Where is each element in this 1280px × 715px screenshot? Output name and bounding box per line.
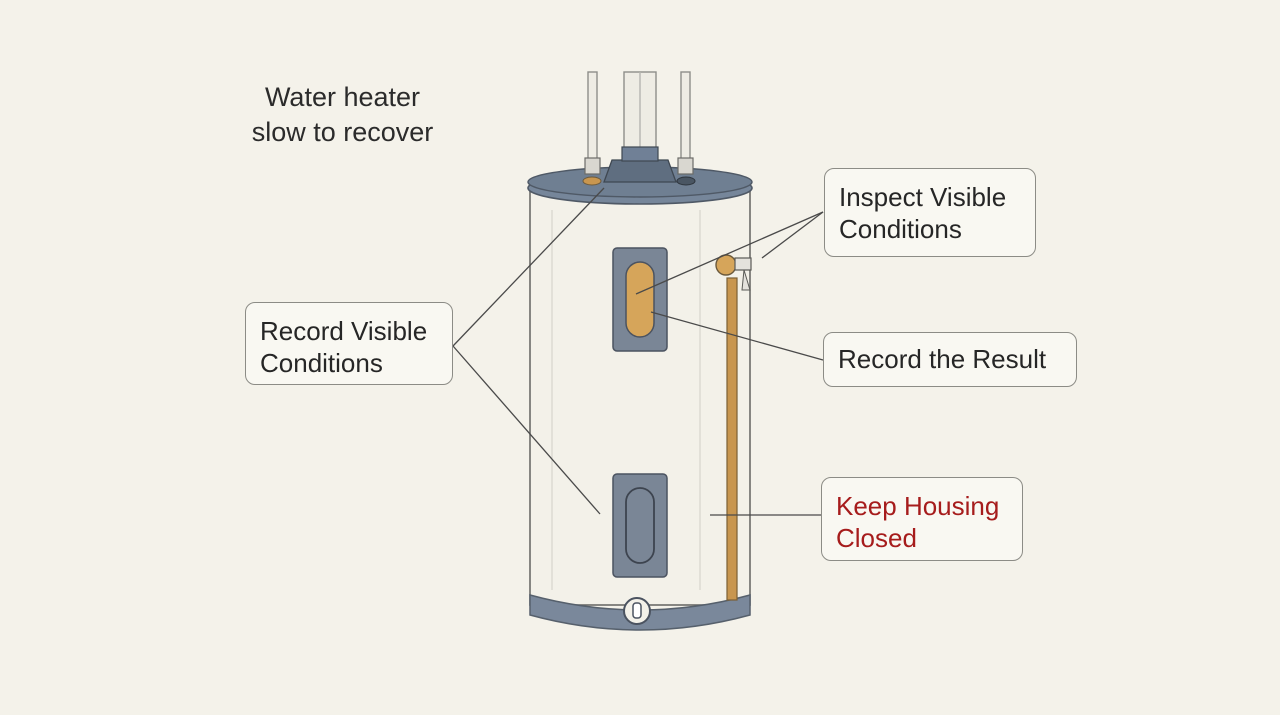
callout-keep-line-1: Keep Housing	[836, 491, 1000, 521]
callout-inspect-line-2: Conditions	[839, 214, 962, 244]
relief-valve-pipe	[715, 254, 752, 601]
diagram-title-line-2: slow to recover	[251, 117, 434, 147]
drain-valve	[623, 597, 651, 625]
callout-result-line-1: Record the Result	[838, 344, 1047, 374]
tank-top-cap	[527, 146, 753, 205]
diagram-title-line-1: Water heater	[264, 82, 421, 112]
leader-lines	[452, 187, 824, 516]
upper-element-panel	[612, 247, 668, 352]
diagram-title: Water heater slow to recover	[200, 80, 485, 150]
callout-record-visible-conditions: Record Visible Conditions	[245, 302, 453, 385]
callout-record-visible-line-2: Conditions	[260, 348, 383, 378]
callout-keep-housing-closed: Keep Housing Closed	[821, 477, 1023, 561]
callout-record-visible-line-1: Record Visible	[260, 316, 428, 346]
lower-element-panel	[612, 473, 668, 578]
callout-record-the-result: Record the Result	[823, 332, 1077, 387]
callout-keep-line-2: Closed	[836, 523, 917, 553]
supply-pipes	[587, 71, 691, 161]
callout-inspect-line-1: Inspect Visible	[839, 182, 1007, 212]
callout-inspect-visible-conditions: Inspect Visible Conditions	[824, 168, 1036, 257]
